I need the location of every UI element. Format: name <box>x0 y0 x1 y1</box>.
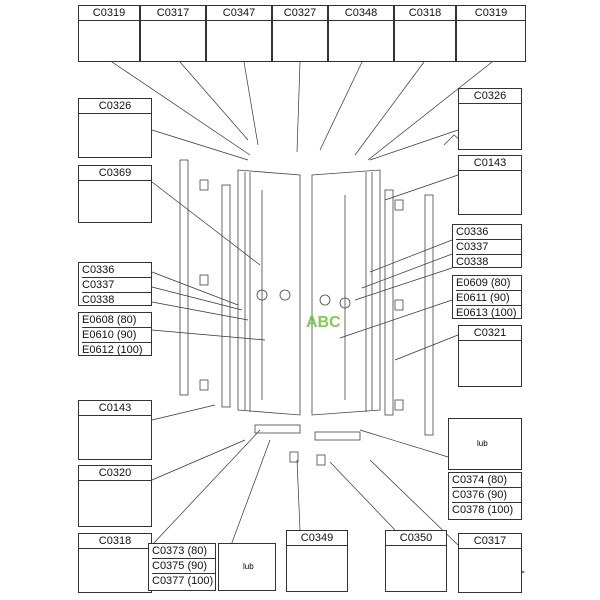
part-label: C0376 (90) <box>452 488 521 503</box>
part-label: C0143 <box>459 156 521 171</box>
part-box-c0318-top: C0318 <box>394 5 456 62</box>
part-label: C0320 <box>79 466 151 481</box>
part-label: C0318 <box>79 534 151 549</box>
part-list-right-profiles: C0336 C0337 C0338 <box>452 224 522 268</box>
part-box-c0319-right: C0319 <box>456 5 526 62</box>
part-box-c0320: C0320 <box>78 465 152 527</box>
part-box-c0369: C0369 <box>78 165 152 223</box>
part-label: C0336 <box>456 225 521 240</box>
lub-label: lub <box>243 562 254 571</box>
part-box-c0327: C0327 <box>272 5 328 62</box>
part-label: E0612 (100) <box>82 344 143 356</box>
part-label: C0369 <box>79 166 151 181</box>
part-label: C0319 <box>457 6 525 21</box>
part-list-bottom-seals: C0373 (80) C0375 (90) C0377 (100) <box>148 543 216 591</box>
part-label: C0317 <box>459 534 521 549</box>
part-label: E0609 (80) <box>456 276 521 291</box>
part-box-c0143-right: C0143 <box>458 155 522 215</box>
part-box-c0319-left: C0319 <box>78 5 140 62</box>
part-box-c0317-top: C0317 <box>140 5 206 62</box>
part-label: C0375 (90) <box>152 559 215 574</box>
part-label: E0608 (80) <box>82 313 151 328</box>
part-label: C0327 <box>273 6 327 21</box>
part-box-c0348: C0348 <box>328 5 394 62</box>
part-label: C0319 <box>79 6 139 21</box>
part-box-c0326-right: C0326 <box>458 88 522 150</box>
part-label: C0348 <box>329 6 393 21</box>
part-label: E0610 (90) <box>82 328 151 343</box>
part-box-seal-profile-bottom: lub <box>218 543 276 591</box>
part-label: E0611 (90) <box>456 291 521 306</box>
part-label: C0326 <box>79 99 151 114</box>
part-label: C0143 <box>79 401 151 416</box>
part-label: C0349 <box>287 531 347 546</box>
part-box-c0318-bottom: C0318 <box>78 533 152 593</box>
part-label: C0337 <box>456 240 521 255</box>
part-label: C0377 (100) <box>152 575 214 587</box>
part-label: C0347 <box>207 6 271 21</box>
part-label: C0338 <box>82 294 115 306</box>
part-label: C0318 <box>395 6 455 21</box>
part-label: E0613 (100) <box>456 307 517 319</box>
lub-label: lub <box>477 439 488 448</box>
part-box-c0326-left: C0326 <box>78 98 152 158</box>
part-box-c0143-left: C0143 <box>78 400 152 460</box>
part-box-c0317-bottom: C0317 <box>458 533 522 593</box>
part-label: C0350 <box>386 531 446 546</box>
part-box-c0349: C0349 <box>286 530 348 592</box>
part-box-c0350: C0350 <box>385 530 447 592</box>
part-list-left-profiles: C0336 C0337 C0338 <box>78 262 152 306</box>
part-label: C0317 <box>141 6 205 21</box>
part-box-c0321: C0321 <box>458 325 522 387</box>
part-label: C0337 <box>82 278 151 293</box>
part-label: C0373 (80) <box>152 544 215 559</box>
part-box-seal-profile-right: lub <box>448 418 522 470</box>
part-label: C0321 <box>459 326 521 341</box>
part-label: C0374 (80) <box>452 473 521 488</box>
part-list-right-glass: E0609 (80) E0611 (90) E0613 (100) <box>452 275 522 319</box>
part-label: C0378 (100) <box>452 504 514 516</box>
watermark: ABC <box>306 314 341 331</box>
part-label: C0338 <box>456 256 489 268</box>
part-box-c0347: C0347 <box>206 5 272 62</box>
part-label: C0336 <box>82 263 151 278</box>
part-label: C0326 <box>459 89 521 104</box>
part-list-right-seals: C0374 (80) C0376 (90) C0378 (100) <box>448 472 522 520</box>
part-list-left-glass: E0608 (80) E0610 (90) E0612 (100) <box>78 312 152 356</box>
